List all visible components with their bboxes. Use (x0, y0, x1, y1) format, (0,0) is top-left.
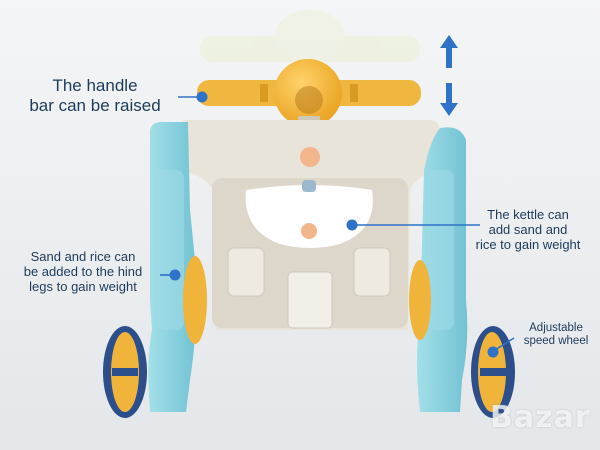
right-hind-leg (409, 127, 468, 412)
hind-legs-label-line-1: Sand and rice can (30, 249, 136, 264)
handle-bar (197, 59, 421, 132)
hind-legs-label-line-3: legs to gain weight (29, 278, 137, 294)
kettle-label: The kettle can add sand and rice to gain… (462, 207, 594, 253)
handle-label-line-2: bar can be raised (29, 95, 161, 115)
wheel-label: Adjustable speed wheel (514, 322, 598, 348)
handle-label-line-1: The handle (52, 76, 138, 95)
kettle-label-line-1: The kettle can (487, 207, 569, 222)
kettle-label-line-2: add sand and (488, 221, 568, 237)
wheel-label-line-2: speed wheel (523, 335, 589, 348)
watermark-logo: Bazar (490, 400, 591, 435)
wheel-label-line-1: Adjustable (529, 322, 583, 334)
raised-handle-ghost (200, 10, 420, 62)
callout-pointers (160, 91, 515, 358)
speed-wheel (471, 326, 515, 418)
handle-label: The handle bar can be raised (20, 76, 170, 115)
walker-body (178, 120, 440, 330)
hind-legs-label: Sand and rice can be added to the hind l… (2, 249, 164, 295)
kettle (245, 180, 373, 248)
raise-arrows-icon (440, 35, 458, 116)
left-hind-leg (148, 122, 207, 412)
kettle-label-line-3: rice to gain weight (475, 236, 581, 252)
hind-legs-label-line-2: be added to the hind (23, 263, 143, 279)
left-wheel (103, 326, 147, 418)
